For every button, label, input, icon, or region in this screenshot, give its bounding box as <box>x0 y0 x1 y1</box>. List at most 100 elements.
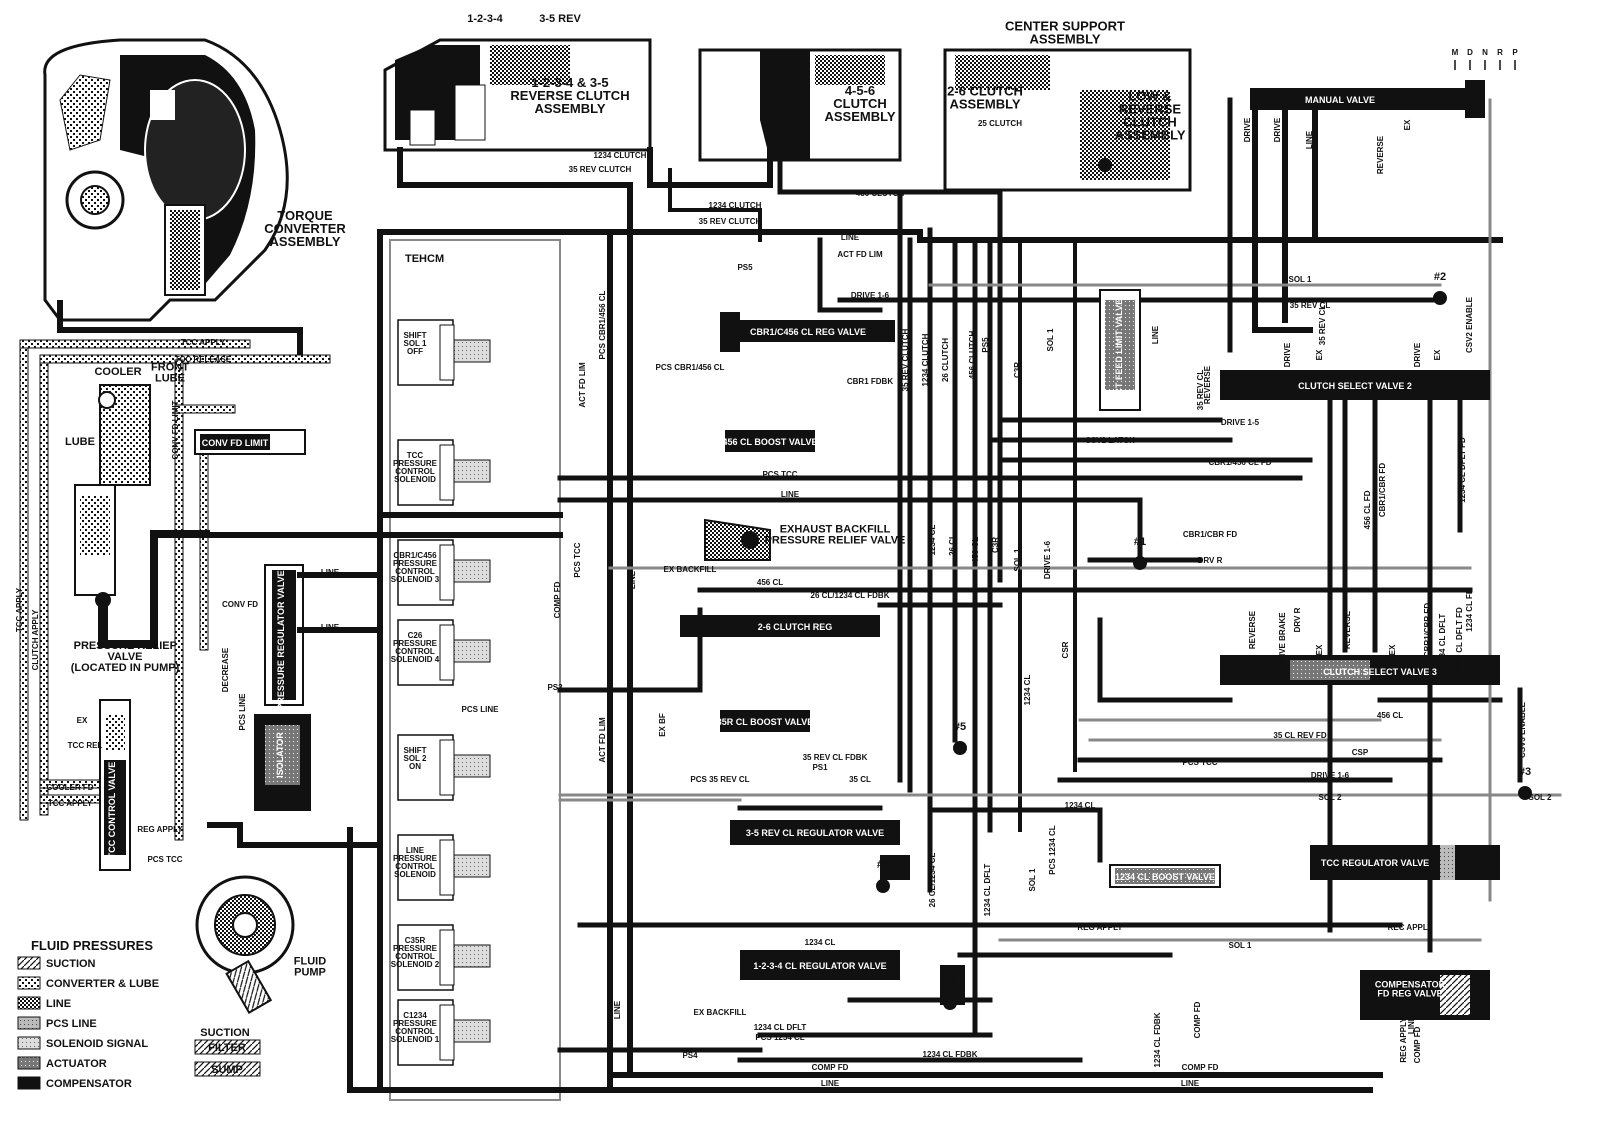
checkball-7 <box>876 879 890 893</box>
svg-text:3-5 REV: 3-5 REV <box>539 13 581 25</box>
checkball-label: #5 <box>954 721 966 733</box>
checkball-5 <box>953 741 967 755</box>
clutch-select-2-label: CLUTCH SELECT VALVE 2 <box>1298 381 1412 391</box>
circuit-label: DRIVE 1-6 <box>851 291 890 300</box>
legend-label-actuator: ACTUATOR <box>46 1058 107 1070</box>
isolator: ISOLATOR <box>254 714 311 811</box>
circuit-label: CBR1/456 CL FD <box>1209 458 1272 467</box>
circuit-label: ACT FD LIM <box>837 250 883 259</box>
circuit-label-top: 1234 CLUTCH <box>594 151 647 160</box>
circuit-label-left: DECREASE <box>221 647 230 692</box>
circuit-label: 456 CL <box>1377 711 1403 720</box>
clutch-26-reg-label: 2-6 CLUTCH REG <box>758 622 833 632</box>
circuit-label-vertical: 456 CL <box>971 537 980 563</box>
circuit-label: DRIVE 1-6 <box>1311 771 1350 780</box>
svg-text:PRESSURE REGULATOR VALVE: PRESSURE REGULATOR VALVE <box>276 570 286 709</box>
svg-text:TEHCM: TEHCM <box>405 253 444 265</box>
circuit-label: PCS LINE <box>462 705 500 714</box>
circuit-label-vertical: 26 CLUTCH <box>941 338 950 382</box>
circuit-label-vertical: COMP FD <box>1413 1026 1422 1063</box>
fluid-pump <box>195 875 295 1015</box>
svg-text:1-2-3-4: 1-2-3-4 <box>467 13 503 25</box>
circuit-label-vertical: 1234 CLUTCH <box>921 333 930 386</box>
circuit-label-vertical: DRIVE <box>1413 342 1422 367</box>
circuit-label: DRV R <box>1198 556 1223 565</box>
circuit-label-vertical: 35 REV CL <box>1318 305 1327 346</box>
circuit-label-vertical: 1234 CL DFLT <box>983 864 992 917</box>
legend-label-pcs: PCS LINE <box>46 1018 97 1030</box>
circuit-label: CSP <box>1352 748 1369 757</box>
circuit-label-vertical: SOL 1 <box>1046 328 1055 352</box>
circuit-label-left: TCC REL <box>68 741 103 750</box>
conv-fd-limit-valve: CONV FD LIMIT <box>194 429 306 455</box>
checkball-2 <box>1433 291 1447 305</box>
circuit-label-vertical: PCS CBR1/456 CL <box>598 290 607 359</box>
circuit-label-vertical: DRV R <box>1293 607 1302 632</box>
checkball-1 <box>1133 556 1147 570</box>
circuit-label-left: CONV FD LIMIT <box>171 400 180 459</box>
circuit-label-vertical: C3R <box>1013 362 1022 378</box>
checkball-label: #2 <box>1434 271 1446 283</box>
circuit-label-top: 1234 CLUTCH <box>709 201 762 210</box>
gear-d: D <box>1467 48 1473 57</box>
circuit-label-left: CONV FD <box>222 600 258 609</box>
circuit-label-vertical: ACT FD LIM <box>578 362 587 408</box>
tcc-reg-label: TCC REGULATOR VALVE <box>1321 858 1429 868</box>
svg-text:SUMP: SUMP <box>211 1064 243 1076</box>
circuit-label: EX BACKFILL <box>694 1008 747 1017</box>
circuit-label-vertical: LINE <box>1407 1015 1416 1034</box>
clutch-select-3-label: CLUTCH SELECT VALVE 3 <box>1323 667 1437 677</box>
circuit-label: REG APPLY <box>1077 923 1123 932</box>
circuit-label-left: LINE <box>321 623 340 632</box>
circuit-label-vertical: EX <box>1315 644 1324 655</box>
checkball-label: #3 <box>1519 766 1531 778</box>
circuit-label: PCS 1234 CL <box>755 1033 804 1042</box>
circuit-label-vertical: CSR <box>1061 641 1070 658</box>
circuit-label-left: REG APPLY <box>137 825 183 834</box>
boost-456-valve-label: 456 CL BOOST VALVE <box>722 437 817 447</box>
circuit-label: LINE <box>781 490 800 499</box>
circuit-label: DRIVE 1-5 <box>1221 418 1260 427</box>
svg-text:FILTER: FILTER <box>208 1042 246 1054</box>
cbr1-456-valve-label: CBR1/C456 CL REG VALVE <box>750 327 866 337</box>
svg-text:TCC CONTROL VALVE: TCC CONTROL VALVE <box>107 762 117 859</box>
circuit-label: 1234 CL DFLT <box>754 1023 807 1032</box>
reg-35rev-label: 3-5 REV CL REGULATOR VALVE <box>746 828 884 838</box>
checkball-6 <box>943 996 957 1010</box>
svg-text:ISOLATOR: ISOLATOR <box>275 732 285 778</box>
circuit-label: PS1 <box>812 763 828 772</box>
circuit-label: 1234 CL FDBK <box>923 1050 978 1059</box>
reverse-clutch-assembly <box>383 38 652 152</box>
tcc-control-valve: TCC CONTROL VALVE <box>99 699 131 871</box>
legend-swatch-actuator <box>17 1056 41 1070</box>
circuit-label: LINE <box>841 233 860 242</box>
circuit-label: 35 REV CL <box>1290 301 1331 310</box>
circuit-label-vertical: REG APPLY <box>1399 1017 1408 1063</box>
gear-m: M <box>1452 48 1459 57</box>
circuit-label-vertical: PS5 <box>981 337 990 353</box>
circuit-label: PCS 35 REV CL <box>690 775 749 784</box>
circuit-label-vertical: DRIVE <box>1243 117 1252 142</box>
circuit-label-vertical: DRIVE <box>1273 117 1282 142</box>
circuit-label-vertical: DRIVE BRAKE <box>1278 612 1287 668</box>
circuit-label-vertical: EX <box>1388 644 1397 655</box>
circuit-label: 35 CL <box>849 775 871 784</box>
boost-35-label: 35R CL BOOST VALVE <box>717 717 814 727</box>
circuit-label-vertical: 1234 CL DFLT FD <box>1458 437 1467 503</box>
circuit-label: PS5 <box>737 263 753 272</box>
svg-text:CONV FD LIMIT: CONV FD LIMIT <box>202 438 269 448</box>
circuit-label: EX BACKFILL <box>664 565 717 574</box>
circuit-label-vertical: 1234 CL <box>1023 675 1032 706</box>
